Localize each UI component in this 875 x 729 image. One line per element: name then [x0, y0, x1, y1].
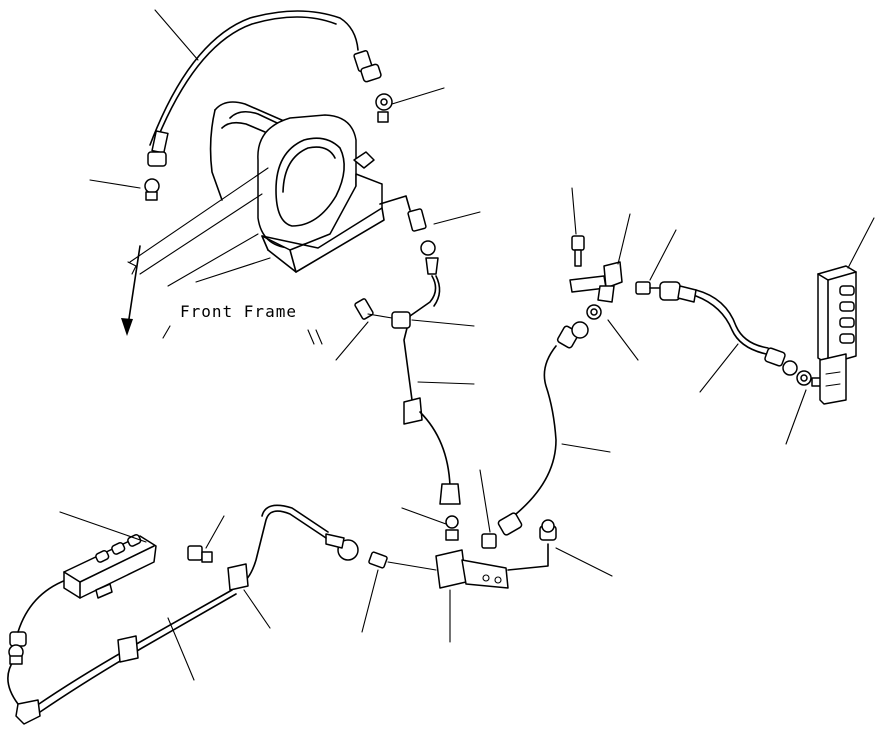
hose-lower-left-up: [17, 579, 67, 633]
tube-middle-lower: [419, 411, 451, 487]
elbow-lower-left: [7, 659, 41, 725]
fitting-top-left: [144, 130, 169, 201]
fitting-lower-left: [8, 631, 27, 665]
front-frame-arrow: [121, 245, 141, 336]
break-marks: [162, 325, 323, 345]
fitting-housing-right: [407, 208, 439, 275]
control-valve-left: [63, 534, 157, 599]
hose-right-up: [515, 345, 557, 515]
bracket-top-right: [569, 235, 663, 303]
hose-to-right-valve: [695, 295, 767, 355]
fitting-hose-right-top: [556, 304, 602, 349]
elbow-fitting-right: [539, 519, 557, 541]
front-frame-swivel: [129, 101, 385, 287]
fitting-lower-center: [325, 533, 359, 561]
fitting-top-right: [353, 50, 393, 123]
fitting-block-left: [368, 551, 437, 571]
fitting-block-right: [481, 512, 523, 549]
hose-housing-right: [379, 195, 411, 211]
fitting-middle-lower: [439, 483, 461, 541]
hose-top-loop: [149, 10, 359, 146]
junction-block: [435, 543, 549, 589]
clamp-middle-lower: [403, 397, 423, 425]
clamp-lower-mid: [117, 635, 139, 663]
clamp-middle-upper: [354, 298, 411, 329]
control-valve-right: [817, 265, 857, 405]
front-frame-label: Front Frame: [180, 302, 297, 321]
hose-top-loop-inner: [155, 16, 337, 143]
fitting-right-valve: [764, 347, 823, 387]
clamp-lower-left: [187, 545, 249, 591]
fitting-right-hose-start: [659, 281, 697, 303]
tube-middle: [403, 275, 437, 401]
leader-lines: [59, 9, 875, 681]
